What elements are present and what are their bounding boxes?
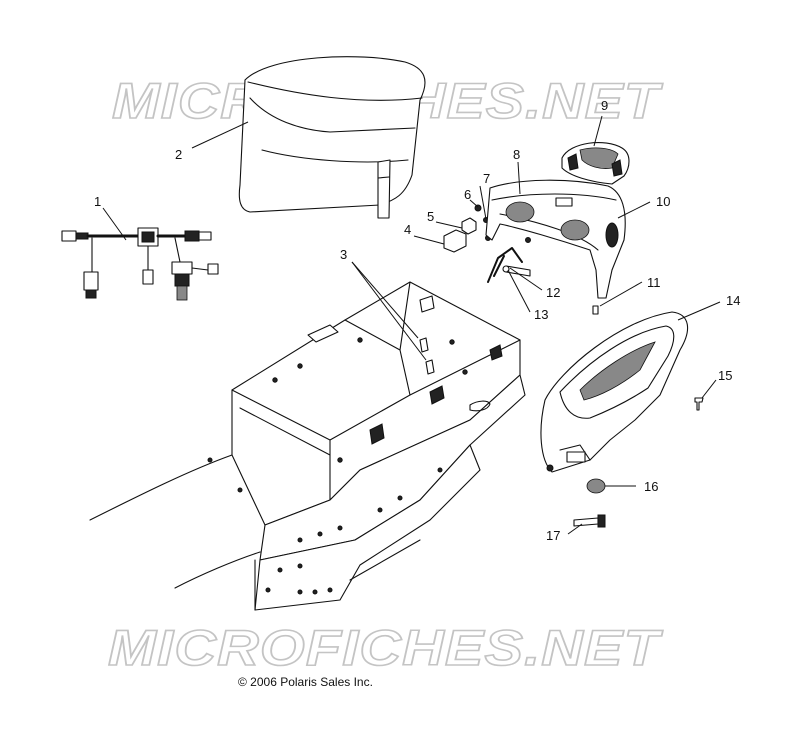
callout-17: 17 (546, 528, 560, 543)
callout-2: 2 (175, 147, 182, 162)
callout-12: 12 (546, 285, 560, 300)
callout-7: 7 (483, 171, 490, 186)
screw-part (592, 305, 599, 315)
callout-4: 4 (404, 222, 411, 237)
callout-5: 5 (427, 209, 434, 224)
callout-labels: 1 2 3 4 5 6 7 8 9 10 11 12 13 14 15 16 1… (94, 98, 740, 543)
callout-8: 8 (513, 147, 520, 162)
taillight-lens-part (561, 142, 630, 185)
wiring-harness-part (61, 227, 219, 301)
copyright-notice: © 2006 Polaris Sales Inc. (238, 675, 373, 689)
callout-15: 15 (718, 368, 732, 383)
leader-lines (102, 115, 721, 535)
callout-11: 11 (647, 275, 661, 290)
bumper-part (443, 217, 477, 253)
callout-13: 13 (534, 307, 548, 322)
callout-14: 14 (726, 293, 740, 308)
plug-part (586, 478, 606, 494)
seat-cushion-part (238, 56, 426, 219)
callout-10: 10 (656, 194, 670, 209)
callout-6: 6 (464, 187, 471, 202)
callout-9: 9 (601, 98, 608, 113)
rear-cover-housing-part (485, 179, 626, 299)
watermark-bottom: MICROFICHES.NET (108, 620, 664, 676)
bracket-part (487, 247, 531, 283)
callout-3: 3 (340, 247, 347, 262)
callout-16: 16 (644, 479, 658, 494)
rivet-part (419, 337, 435, 375)
callout-1: 1 (94, 194, 101, 209)
side-panel-part (540, 311, 689, 473)
chassis-tunnel-part (89, 281, 526, 611)
bolt-part (573, 514, 606, 528)
push-pin-part (694, 397, 704, 411)
